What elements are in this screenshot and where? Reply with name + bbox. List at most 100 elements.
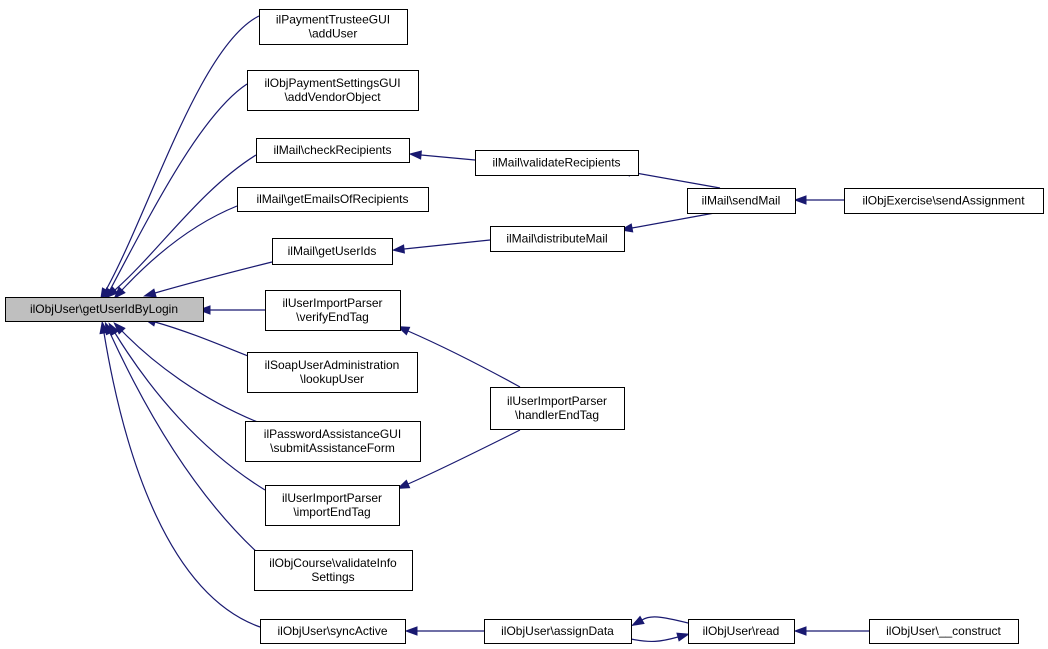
call-edges [99,15,869,643]
node-handlerEndTag[interactable]: ilUserImportParser\handlerEndTag [490,387,625,430]
node-label: ilObjCourse\validateInfo [269,556,397,570]
node-label: ilPaymentTrusteeGUI [276,13,390,27]
node-box [247,70,419,111]
edge-line [109,83,248,291]
node-submitForm[interactable]: ilPasswordAssistanceGUI\submitAssistance… [245,421,421,462]
node-label: ilMail\sendMail [702,194,781,208]
node-label: ilUserImportParser [282,296,382,310]
node-label: \submitAssistanceForm [270,441,395,455]
edge-verifyEndTag-to-root [197,305,265,315]
node-assignData[interactable]: ilObjUser\assignData [484,619,632,644]
node-verifyEndTag[interactable]: ilUserImportParser\verifyEndTag [265,290,401,331]
node-box [490,226,625,252]
edge-line [641,616,689,624]
node-label: ilUserImportParser [507,394,607,408]
node-label: ilObjExercise\sendAssignment [862,194,1025,208]
edge-arrowhead [793,195,807,205]
node-root[interactable]: ilObjUser\getUserIdByLogin [5,297,204,322]
node-label: ilObjUser\assignData [501,624,614,638]
node-box [256,138,410,163]
node-box [484,619,632,644]
node-box [844,188,1044,214]
node-label: \addUser [309,27,358,41]
edge-arrowhead [113,286,126,300]
edge-arrowhead [99,320,109,335]
node-syncActive[interactable]: ilObjUser\syncActive [260,619,406,644]
edge-line [105,15,260,291]
edge-line [407,330,521,388]
node-label: ilMail\getUserIds [288,244,377,258]
edge-line [114,332,266,491]
edge-line [154,261,273,294]
node-box [259,9,408,45]
edge-line [407,429,521,485]
edge-importEndTag-to-root [108,322,266,491]
node-label: ilMail\getEmailsOfRecipients [256,192,408,206]
edge-arrowhead [113,322,126,335]
node-box [247,352,418,393]
node-getEmails[interactable]: ilMail\getEmailsOfRecipients [237,187,429,212]
edge-read-to-assignData [631,615,689,627]
edge-validateInfo-to-root [104,321,261,556]
edge-line [103,332,261,628]
edge-arrowhead [396,479,411,490]
node-getUserIds[interactable]: ilMail\getUserIds [272,238,393,265]
edge-line [114,154,257,291]
node-label: \addVendorObject [284,90,381,104]
node-box [265,485,400,526]
edge-arrowhead [105,286,119,299]
node-sendMail[interactable]: ilMail\sendMail [687,188,796,214]
node-addUser[interactable]: ilPaymentTrusteeGUI\addUser [259,9,408,45]
edge-handlerEndTag-to-importEndTag [396,429,521,490]
edge-arrowhead [143,288,157,298]
edge-arrowhead [197,305,211,315]
node-validateRecipients[interactable]: ilMail\validateRecipients [475,150,639,176]
edge-arrowhead [391,244,405,254]
node-label: ilPasswordAssistanceGUI [264,427,401,441]
edge-line [154,321,254,359]
edge-getUserIds-to-root [143,261,273,298]
edge-distributeMail-to-getUserIds [391,239,491,254]
edge-arrowhead [404,626,418,636]
node-label: ilObjUser\__construct [886,624,1001,638]
call-nodes: ilObjUser\getUserIdByLogin ilPaymentTrust… [5,9,1044,644]
node-construct[interactable]: ilObjUser\__construct [869,619,1019,644]
node-box [687,188,796,214]
edge-line [630,636,679,643]
edge-assignData-to-syncActive [404,626,484,636]
node-lookupUser[interactable]: ilSoapUserAdministration\lookupUser [247,352,418,393]
edge-arrowhead [408,150,422,160]
node-label: ilObjUser\getUserIdByLogin [30,302,178,316]
node-label: ilObjUser\syncActive [277,624,387,638]
edge-arrowhead [631,615,645,627]
node-read[interactable]: ilObjUser\read [688,619,795,644]
node-label: \importEndTag [293,505,370,519]
node-box [490,387,625,430]
edge-addVendor-to-root [104,83,248,301]
edge-arrowhead [793,626,807,636]
node-label: ilObjUser\read [703,624,780,638]
node-distributeMail[interactable]: ilMail\distributeMail [490,226,625,252]
node-box [245,421,421,462]
edge-line [121,205,238,291]
node-addVendor[interactable]: ilObjPaymentSettingsGUI\addVendorObject [247,70,419,111]
node-checkRecipients[interactable]: ilMail\checkRecipients [256,138,410,163]
node-box [475,150,639,176]
edge-lookupUser-to-root [143,317,254,359]
edge-arrowhead [676,632,691,642]
node-box [869,619,1019,644]
node-label: ilSoapUserAdministration [265,358,400,372]
edge-assignData-to-read [630,632,691,643]
edge-line [631,211,721,229]
node-box [265,290,401,331]
node-box [260,619,406,644]
node-importEndTag[interactable]: ilUserImportParser\importEndTag [265,485,400,526]
node-box [5,297,204,322]
node-label: \handlerEndTag [515,408,599,422]
node-sendAssignment[interactable]: ilObjExercise\sendAssignment [844,188,1044,214]
node-label: \verifyEndTag [296,310,369,324]
edge-line [420,154,476,161]
edge-sendAssignment-to-sendMail [793,195,844,205]
